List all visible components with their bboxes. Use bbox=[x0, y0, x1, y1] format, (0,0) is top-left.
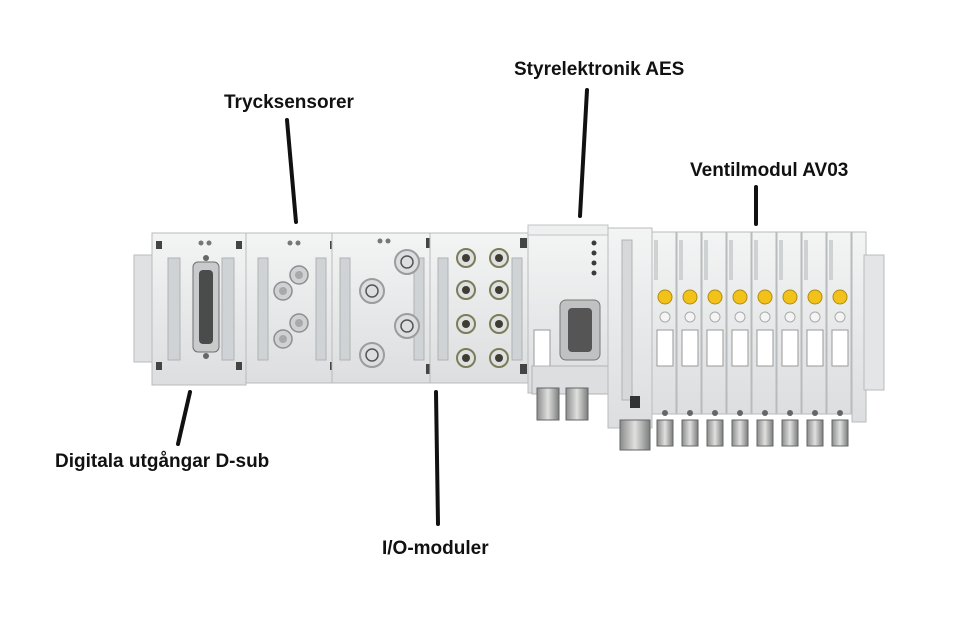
label-io-moduler: I/O-moduler bbox=[382, 538, 489, 559]
valve-fitting bbox=[656, 419, 674, 447]
io-module-1 bbox=[331, 232, 433, 384]
valve-slice bbox=[676, 231, 702, 447]
label-ventilmodul: Ventilmodul AV03 bbox=[690, 160, 849, 181]
valve-label-plate bbox=[756, 329, 774, 367]
supply-plate bbox=[607, 227, 653, 451]
valve-knob-icon bbox=[707, 289, 723, 305]
valve-slice bbox=[651, 231, 677, 447]
label-trycksensorer: Trycksensorer bbox=[224, 92, 354, 113]
valve-label-plate bbox=[831, 329, 849, 367]
valve-slice bbox=[801, 231, 827, 447]
label-styrelektronik-aes: Styrelektronik AES bbox=[514, 59, 685, 80]
valve-slice bbox=[726, 231, 752, 447]
valve-knob-icon bbox=[732, 289, 748, 305]
valve-fitting bbox=[831, 419, 849, 447]
valve-knob-icon bbox=[782, 289, 798, 305]
valve-slice bbox=[776, 231, 802, 447]
valve-label-plate bbox=[781, 329, 799, 367]
valve-knob-icon bbox=[757, 289, 773, 305]
valve-modules bbox=[651, 231, 852, 447]
leader-trycksensorer bbox=[285, 118, 298, 224]
valve-knob-icon bbox=[807, 289, 823, 305]
aes-controller bbox=[527, 224, 609, 421]
valve-knob-icon bbox=[657, 289, 673, 305]
valve-fitting bbox=[781, 419, 799, 447]
label-digitala-utgangar: Digitala utgångar D-sub bbox=[55, 451, 270, 472]
leader-io bbox=[434, 390, 440, 526]
leader-styrelektronik bbox=[578, 88, 589, 218]
valve-label-plate bbox=[731, 329, 749, 367]
dsub-module bbox=[133, 232, 247, 386]
valve-fitting bbox=[756, 419, 774, 447]
io-module-2 bbox=[429, 232, 529, 384]
valve-knob-icon bbox=[832, 289, 848, 305]
valve-label-plate bbox=[706, 329, 724, 367]
valve-label-plate bbox=[806, 329, 824, 367]
valve-label-plate bbox=[681, 329, 699, 367]
valve-slice bbox=[751, 231, 777, 447]
valve-knob-icon bbox=[682, 289, 698, 305]
valve-fitting bbox=[731, 419, 749, 447]
valve-slice bbox=[701, 231, 727, 447]
valve-label-plate bbox=[656, 329, 674, 367]
valve-fitting bbox=[681, 419, 699, 447]
right-end-plate bbox=[851, 231, 885, 423]
valve-fitting bbox=[706, 419, 724, 447]
valve-slice bbox=[826, 231, 852, 447]
valve-fitting bbox=[806, 419, 824, 447]
pressure-sensor-module bbox=[245, 232, 336, 384]
leader-dsub bbox=[176, 390, 192, 446]
leader-lines bbox=[176, 88, 758, 526]
